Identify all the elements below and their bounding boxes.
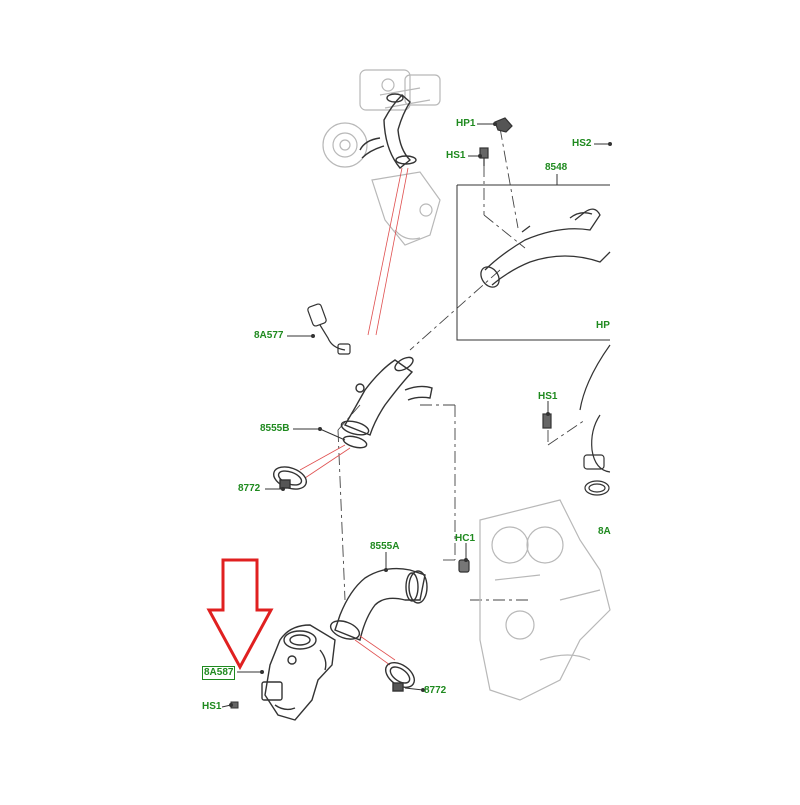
label-8a587: 8A587 xyxy=(202,666,236,680)
label-8555b: 8555B xyxy=(260,423,290,434)
fitting-hs1-top xyxy=(479,147,489,166)
pipe-8548 xyxy=(480,208,611,288)
clamp-8772-left xyxy=(272,466,308,490)
hose-top xyxy=(359,93,417,169)
small-dots xyxy=(229,122,612,707)
engine-ghost-top xyxy=(322,69,441,246)
sensor-8a577 xyxy=(307,303,351,355)
thermostat-8a587 xyxy=(261,624,336,721)
label-8a-right: 8A xyxy=(598,526,611,537)
label-hp1: HP1 xyxy=(456,118,476,129)
engine-ghost-bottom xyxy=(479,499,611,701)
label-8772-bottom: 8772 xyxy=(424,685,447,696)
label-8772-left: 8772 xyxy=(238,483,261,494)
box-8548 xyxy=(456,184,610,341)
label-leaders xyxy=(221,123,610,708)
leader-lines-mid xyxy=(299,444,351,479)
label-hc1: HC1 xyxy=(455,533,476,544)
label-hp-right: HP xyxy=(596,320,610,331)
label-hs1-top: HS1 xyxy=(446,150,466,161)
clamp-8772-bottom xyxy=(384,661,416,692)
label-8548: 8548 xyxy=(545,162,568,173)
red-arrow-icon xyxy=(206,558,274,671)
hose-8555b xyxy=(340,356,433,449)
fitting-hp1 xyxy=(494,117,513,133)
leader-lines-bottom xyxy=(354,635,396,666)
right-housing xyxy=(542,344,611,496)
label-8555a: 8555A xyxy=(370,541,400,552)
label-hs1-bottom: HS1 xyxy=(202,701,222,712)
dash-leader-lines xyxy=(337,127,586,601)
hose-8555a xyxy=(329,567,428,641)
label-8a577: 8A577 xyxy=(254,330,284,341)
label-hs2: HS2 xyxy=(572,138,592,149)
fitting-hc1 xyxy=(458,559,470,573)
label-hs1-mid: HS1 xyxy=(538,391,558,402)
leader-lines-top xyxy=(367,167,409,336)
